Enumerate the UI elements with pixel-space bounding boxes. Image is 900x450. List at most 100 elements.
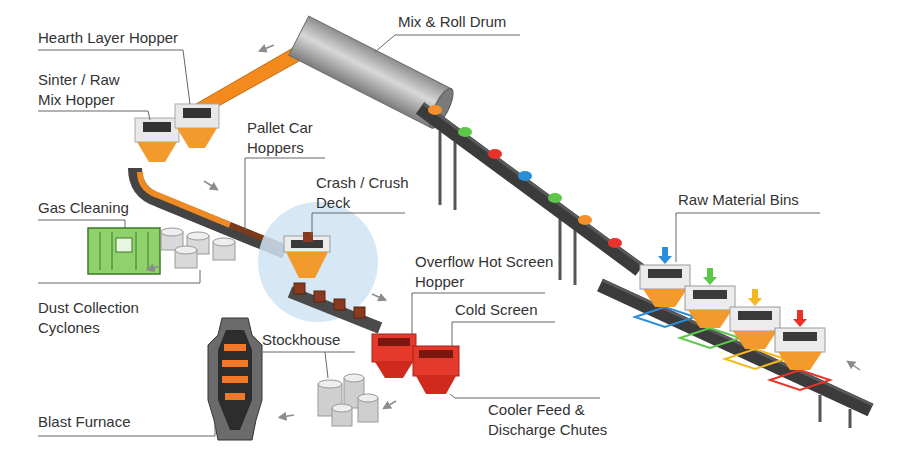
- material-lump: [518, 171, 532, 181]
- crush-hopper-funnel: [286, 252, 328, 278]
- part-label: Raw Material Bins: [678, 190, 838, 210]
- part-label: Gas Cleaning: [38, 198, 168, 218]
- container-rib: [148, 232, 149, 270]
- feed-arrow: [703, 268, 717, 285]
- container-rib: [136, 232, 137, 270]
- material-lump: [578, 215, 592, 225]
- part-label: Overflow Hot Screen Hopper: [415, 252, 565, 292]
- flow-arrow: [372, 294, 383, 299]
- leader-line: [258, 352, 355, 353]
- flow-arrow: [850, 363, 860, 370]
- part-label: Hearth Layer Hopper: [38, 28, 208, 48]
- flow-arrow: [386, 401, 396, 407]
- sinter-cake: [334, 299, 345, 310]
- conveyor-leg: [439, 131, 442, 205]
- drum: [289, 16, 458, 131]
- incline-conveyor: [416, 102, 644, 275]
- bin-funnel: [778, 352, 822, 370]
- flow-arrow: [204, 181, 215, 188]
- feed-arrow: [793, 310, 807, 327]
- furnace-glow: [224, 344, 246, 351]
- blast-furnace: [208, 318, 262, 440]
- part-label: Crash / Crush Deck: [316, 173, 416, 213]
- conveyor-leg: [574, 230, 577, 285]
- material-lump: [608, 238, 622, 248]
- silo-top: [318, 380, 342, 388]
- bin-opening: [738, 311, 772, 320]
- leader-line: [312, 213, 405, 236]
- material-lump: [488, 149, 502, 159]
- leader-line: [245, 158, 325, 230]
- furnace-glow: [225, 393, 245, 400]
- hopper-funnel: [177, 128, 217, 148]
- container-rib: [100, 232, 101, 270]
- crush-belt: [290, 292, 380, 328]
- leader-line: [450, 394, 600, 398]
- flow-arrows: [150, 45, 860, 417]
- screen-funnel: [416, 376, 456, 394]
- cyclone-top: [175, 246, 197, 254]
- material-lump: [458, 127, 472, 137]
- leader-line: [38, 220, 125, 228]
- bin-box: [640, 265, 690, 289]
- bin-box: [730, 307, 780, 331]
- silo-top: [344, 374, 364, 382]
- part-label: Sinter / Raw Mix Hopper: [38, 70, 143, 110]
- leader-line: [38, 270, 200, 283]
- hopper-funnel: [137, 142, 177, 162]
- conveyor-leg: [559, 219, 562, 280]
- silo-top: [332, 404, 352, 412]
- screen-opening: [419, 350, 453, 358]
- leader-line: [452, 322, 555, 346]
- flow-arrow: [150, 266, 160, 269]
- container-rib: [112, 232, 113, 270]
- gas-cleaning-unit: [88, 228, 160, 274]
- material-lump: [548, 193, 562, 203]
- conveyor-belt: [416, 102, 644, 275]
- bin-opening: [783, 332, 817, 341]
- bin-conveyor: [597, 279, 873, 417]
- bin-funnel: [733, 331, 777, 349]
- screen-hopper: [413, 346, 459, 376]
- sinter-cake: [294, 283, 305, 294]
- part-label: Cooler Feed & Discharge Chutes: [488, 400, 628, 440]
- bin-platform: [770, 370, 830, 390]
- conveyor-edge: [602, 279, 874, 407]
- sinter-cake: [314, 291, 325, 302]
- bin-box: [685, 286, 735, 310]
- screen-opening: [378, 338, 410, 346]
- leader-line: [676, 213, 820, 262]
- screen-hopper: [372, 334, 416, 362]
- cyclone-top: [187, 232, 209, 240]
- furnace-core: [218, 330, 252, 430]
- leader-line: [38, 111, 150, 120]
- conveyor-leg: [849, 409, 852, 428]
- flow-arrow: [262, 45, 274, 50]
- bin-opening: [693, 290, 727, 299]
- hopper-box: [175, 104, 219, 128]
- leader-lines: [38, 35, 820, 436]
- part-label: Mix & Roll Drum: [398, 12, 538, 32]
- part-label: Dust Collection Cyclones: [38, 298, 168, 338]
- furnace-glow: [222, 376, 248, 383]
- conveyor-leg: [454, 142, 457, 210]
- cyclone-top: [161, 228, 183, 236]
- cyclone-top: [213, 238, 235, 246]
- hopper-opening: [143, 122, 171, 132]
- bin-funnel: [643, 289, 687, 307]
- bin-funnel: [688, 310, 732, 328]
- hopper-opening: [183, 108, 211, 118]
- part-label: Blast Furnace: [38, 412, 168, 432]
- feed-arrow: [748, 289, 762, 306]
- material-lump: [428, 105, 442, 115]
- feed-arrow: [658, 247, 672, 264]
- bin-box: [775, 328, 825, 352]
- leader-line: [375, 35, 520, 52]
- sinter-cake: [354, 307, 365, 318]
- conveyor-belt: [597, 279, 873, 417]
- conveyor-leg: [819, 395, 822, 422]
- hopper-box: [135, 118, 179, 142]
- part-label: Stockhouse: [262, 330, 362, 350]
